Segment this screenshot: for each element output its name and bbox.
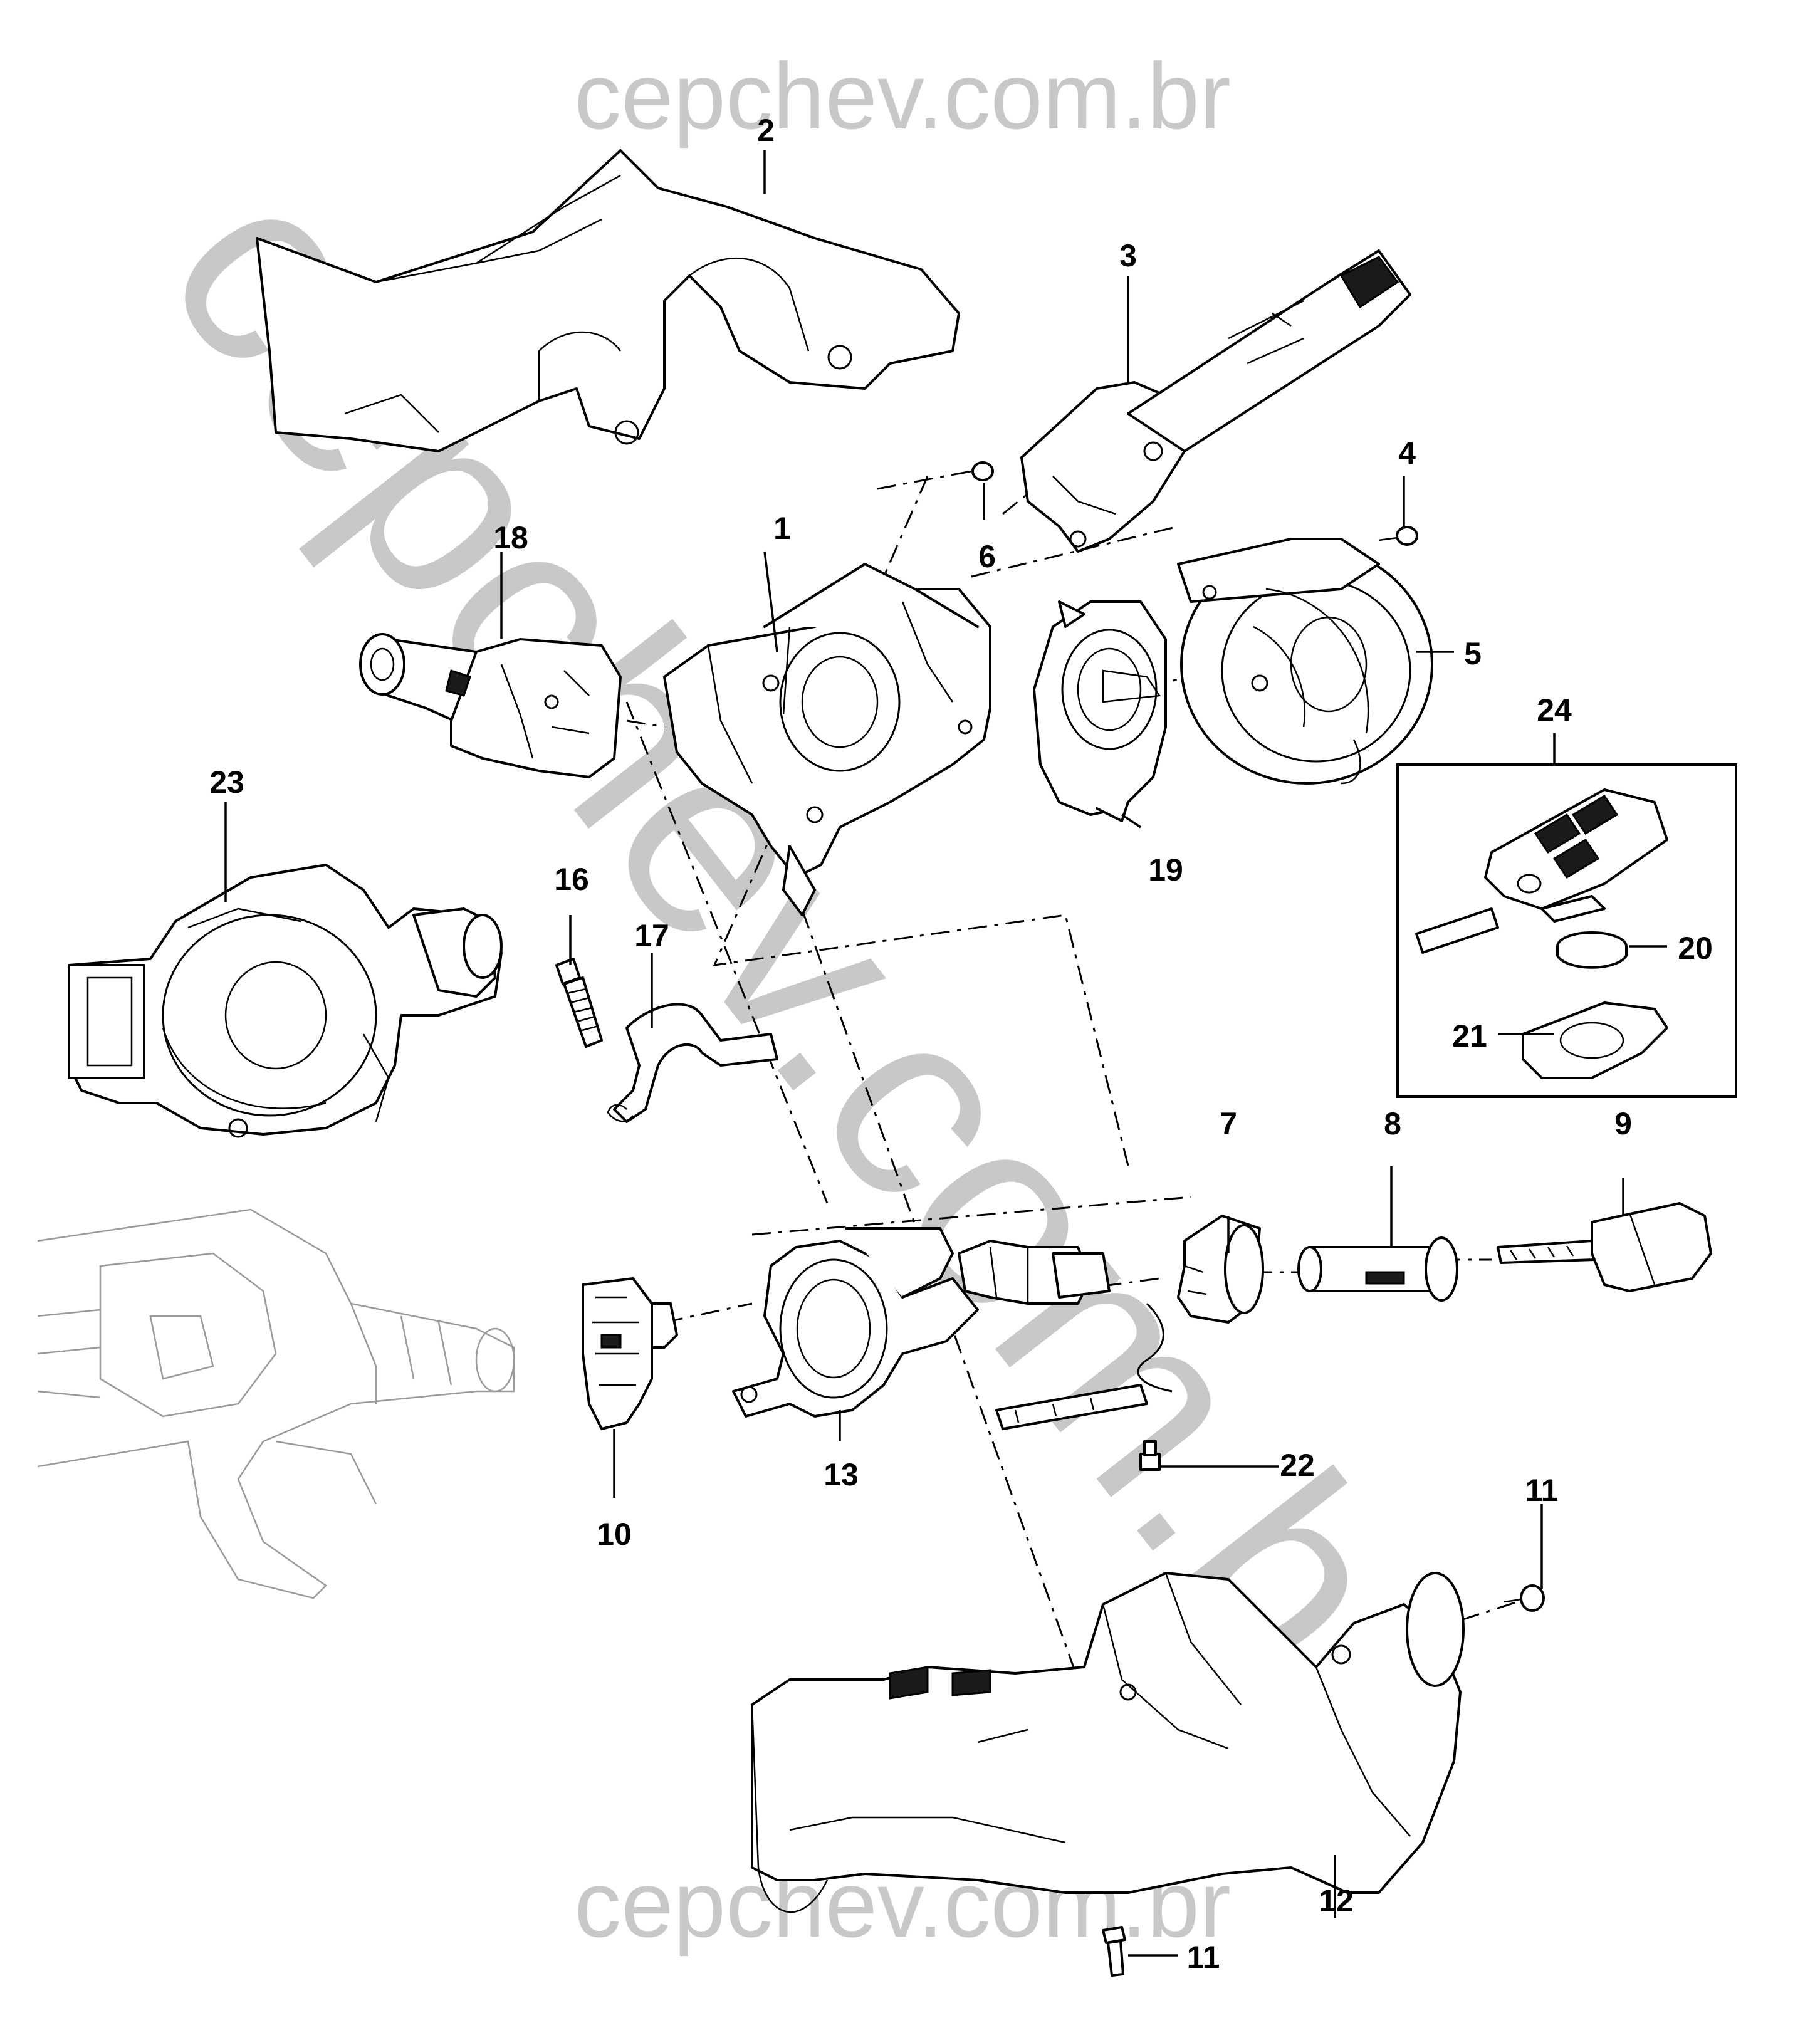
callout-18: 18 (493, 520, 528, 555)
part-23-switch-assembly (68, 864, 503, 1138)
callout-11-lower: 11 (1187, 1940, 1220, 1975)
part-11-screw-lower (1102, 1926, 1126, 1977)
callout-labels: 1 2 3 4 5 6 7 8 9 10 11 11 12 13 16 17 1… (209, 113, 1713, 1975)
part-8-lock-cylinder (1297, 1236, 1458, 1302)
part-22-screw (1139, 1440, 1161, 1471)
part-4-screw (1378, 526, 1418, 546)
callout-12: 12 (1319, 1883, 1354, 1918)
part-9-key (1497, 1202, 1712, 1292)
part-17-bracket (607, 1003, 778, 1123)
callout-3: 3 (1119, 238, 1137, 273)
part-10-ignition-switch (582, 1277, 678, 1430)
callout-21: 21 (1452, 1018, 1487, 1053)
part-5-clock-spring (1177, 538, 1433, 785)
part-11-screw-upper (1504, 1584, 1545, 1612)
part-7-lock-ring (1177, 1215, 1264, 1324)
part-19-steering-angle-sensor (1033, 600, 1167, 822)
callout-5: 5 (1464, 636, 1482, 671)
part-2-upper-column-cover (256, 149, 960, 452)
steering-column-background (37, 1208, 515, 1599)
part-18-turn-signal-switch (359, 633, 622, 778)
part-12-lower-column-cover (751, 1572, 1465, 1913)
part-1-switch-housing (663, 563, 991, 916)
watermark-top: cepchev.com.br (574, 43, 1231, 149)
callout-11-upper: 11 (1525, 1473, 1559, 1508)
callout-23: 23 (209, 765, 244, 800)
callout-1: 1 (773, 511, 791, 546)
callout-9: 9 (1614, 1106, 1632, 1141)
ignition-connector (958, 1240, 1173, 1430)
callout-8: 8 (1384, 1106, 1401, 1141)
part-13-lock-housing (732, 1227, 979, 1418)
callout-22: 22 (1280, 1448, 1315, 1483)
callout-20: 20 (1678, 931, 1713, 966)
callout-17: 17 (634, 918, 669, 953)
callout-19: 19 (1148, 852, 1183, 887)
leader-lines (224, 150, 1667, 1957)
callout-10: 10 (597, 1517, 632, 1552)
part-24-remote-key-kit (1396, 763, 1737, 1098)
callout-2: 2 (757, 113, 775, 148)
callout-7: 7 (1220, 1106, 1237, 1141)
callout-16: 16 (554, 862, 589, 897)
callout-4: 4 (1398, 436, 1416, 471)
part-3-wiper-switch (1020, 249, 1411, 553)
part-6-screw (958, 461, 994, 481)
callout-13: 13 (824, 1457, 859, 1492)
part-16-bolt (555, 958, 603, 1048)
callout-6: 6 (978, 539, 996, 574)
callout-24: 24 (1537, 693, 1572, 728)
